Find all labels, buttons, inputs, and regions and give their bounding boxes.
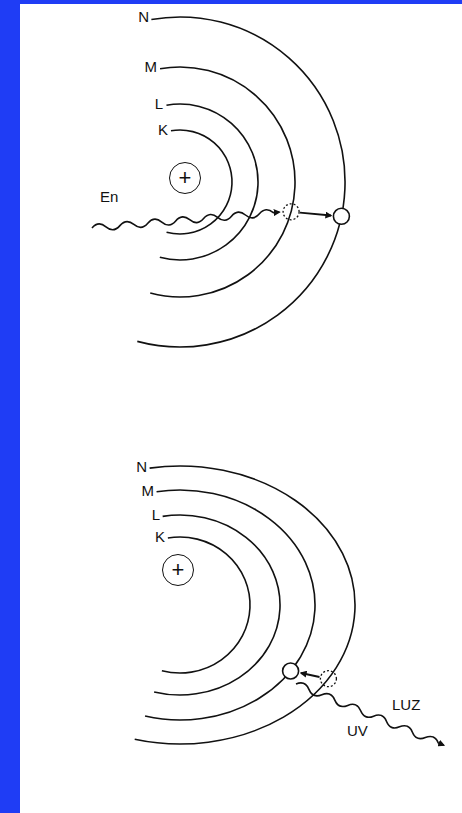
shell-label: K [155, 528, 165, 545]
jump-arrow [300, 213, 331, 216]
electron [283, 663, 299, 679]
shell-label: L [152, 506, 160, 523]
shell-arc [137, 17, 345, 347]
shell-label: K [158, 121, 168, 138]
light-label: LUZ [392, 696, 420, 713]
uv-label: UV [347, 722, 368, 739]
frame-band [0, 0, 20, 813]
electron-before [283, 204, 299, 220]
frame-band [0, 0, 462, 4]
shell-label: N [136, 458, 147, 475]
light-wave [295, 681, 445, 749]
shell-arc [167, 130, 232, 234]
shell-label: L [155, 95, 163, 112]
nucleus-charge: + [172, 559, 185, 581]
shell-arc [162, 537, 250, 673]
jump-arrow [301, 673, 320, 677]
nucleus-circle: + [169, 162, 201, 194]
shell-arc [154, 515, 280, 695]
energy-wave [92, 209, 280, 232]
shell-arc [150, 67, 295, 297]
energy-label: En [100, 188, 118, 205]
shell-arc [160, 104, 258, 260]
electron [333, 208, 349, 224]
shell-arc [145, 490, 315, 720]
shell-label: M [142, 482, 155, 499]
nucleus-circle: + [162, 554, 194, 586]
nucleus-charge: + [179, 167, 192, 189]
shell-arc [135, 466, 355, 744]
electron-before [320, 671, 336, 687]
shell-label: N [138, 8, 149, 25]
shell-label: M [145, 58, 158, 75]
